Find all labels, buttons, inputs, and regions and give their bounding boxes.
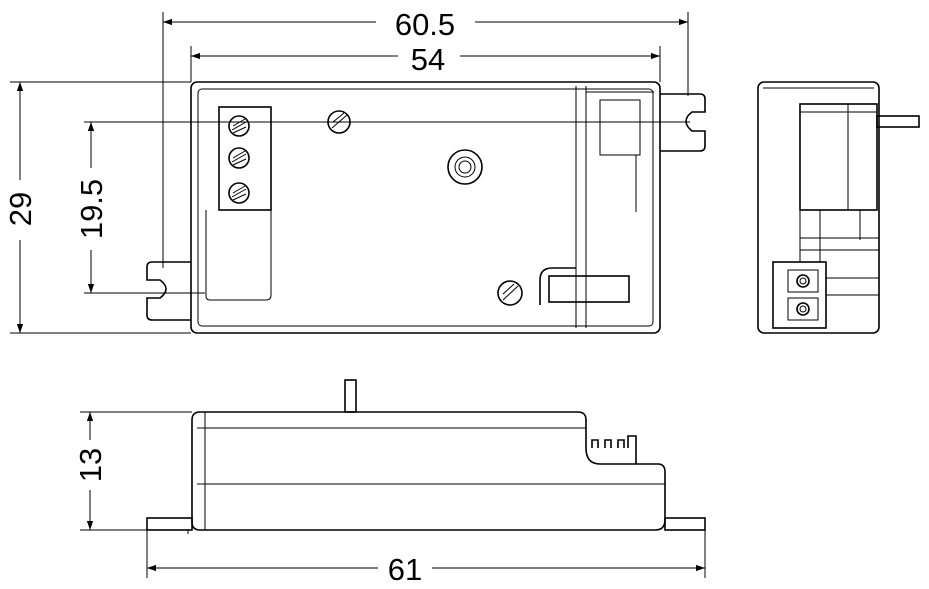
output-slot: [548, 275, 630, 303]
terminal-screw-2: [228, 147, 250, 169]
dim-overall-width-tabs: 60.5: [395, 7, 455, 42]
top-view: [84, 81, 706, 334]
front-view: [146, 379, 706, 534]
dim-height: 29: [3, 192, 38, 226]
left-mount-tab: [146, 261, 191, 321]
front-connector: [591, 435, 637, 464]
dim-thickness: 13: [73, 448, 108, 482]
front-pin: [344, 379, 357, 413]
dim-body-width: 54: [411, 42, 445, 77]
terminal-block: [218, 106, 272, 211]
adjust-screw-bottom: [497, 280, 523, 306]
side-view: [757, 81, 920, 334]
terminal-screw-1: [228, 115, 250, 137]
dim-mount-pitch: 19.5: [74, 179, 109, 239]
dimension-labels: 60.5 54 29 19.5 13 61: [3, 7, 455, 587]
side-pin: [876, 115, 920, 128]
dim-overall-length: 61: [388, 552, 422, 587]
dimension-lines: [10, 12, 706, 578]
right-mount-tab: [660, 93, 706, 152]
front-right-tab: [664, 517, 706, 531]
led-indicator: [447, 149, 483, 185]
terminal-screw-3: [228, 182, 250, 204]
front-left-tab: [146, 517, 193, 531]
